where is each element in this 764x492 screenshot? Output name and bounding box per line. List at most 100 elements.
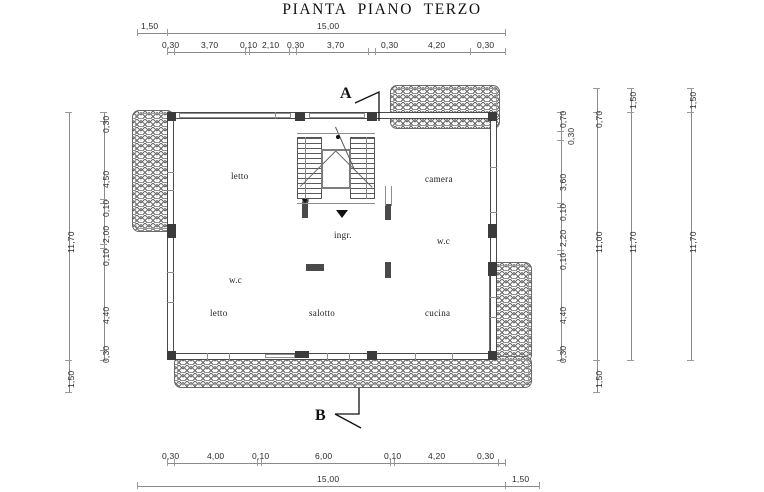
tick — [296, 48, 297, 55]
dim-left-seg-4: 0,10 — [101, 248, 111, 266]
dim-right-outer2-top-150: 1,50 — [688, 91, 698, 109]
dim-top-seg-2: 0,10 — [240, 40, 258, 50]
dim-right-outer1-top-150: 1,50 — [628, 91, 638, 109]
tick — [593, 88, 600, 89]
tick — [687, 88, 694, 89]
dim-left-seg-0: 0,30 — [101, 115, 111, 133]
pilaster-top-2 — [367, 112, 377, 121]
tick — [593, 392, 600, 393]
tick — [627, 112, 634, 113]
dim-bottom-seg-5: 4,20 — [428, 451, 446, 461]
dim-left-main-1170: 11,70 — [66, 231, 76, 253]
tick — [627, 88, 634, 89]
tick — [505, 459, 506, 466]
tick — [174, 459, 175, 466]
tick — [593, 112, 600, 113]
tick — [505, 29, 506, 36]
tick — [557, 360, 564, 361]
tick — [557, 350, 564, 351]
dim-bottom-seg-0: 0,30 — [162, 451, 180, 461]
tick — [627, 360, 634, 361]
stair-direction-dot — [336, 135, 340, 139]
dim-right-mid-main-1100: 11,00 — [594, 231, 604, 253]
tick — [593, 360, 600, 361]
tick — [65, 392, 72, 393]
dim-right-outer2-main-1170: 11,70 — [688, 231, 698, 253]
tick — [557, 131, 564, 132]
stair-handrail-left — [305, 137, 306, 199]
balcony-edge — [177, 359, 529, 385]
tick — [557, 254, 564, 255]
dim-left-seg-5: 4,40 — [101, 306, 111, 324]
tick — [390, 459, 391, 466]
pilaster-right-mid — [488, 224, 497, 238]
dim-top-seg-0: 0,30 — [162, 40, 180, 50]
tick — [470, 48, 471, 55]
dim-line-left-outer — [69, 112, 70, 360]
window-mullion — [490, 317, 497, 318]
tick — [100, 360, 107, 361]
jamb-line — [391, 186, 392, 206]
window-top-left — [179, 113, 291, 118]
jamb-line — [385, 186, 386, 206]
column-interior-4 — [385, 262, 391, 278]
elevator-shaft — [321, 149, 351, 189]
window-mullion — [167, 272, 174, 273]
dim-bottom-right-150: 1,50 — [512, 474, 530, 484]
window-mullion — [207, 353, 208, 360]
tick — [100, 244, 107, 245]
pilaster-tl — [167, 112, 176, 121]
room-label-wc-right: w.c — [437, 236, 451, 246]
dim-line-right-mid — [597, 88, 598, 360]
dim-bottom-seg-3: 6,00 — [315, 451, 333, 461]
dim-top-seg-1: 3,70 — [201, 40, 219, 50]
tick — [505, 482, 506, 489]
dim-top-left-150: 1,50 — [141, 21, 159, 31]
tick — [498, 459, 499, 466]
tick — [557, 203, 564, 204]
dim-line-bottom-inner — [167, 463, 505, 464]
section-a-leader — [354, 90, 380, 121]
tick — [289, 48, 290, 55]
tick — [100, 112, 107, 113]
tick — [65, 112, 72, 113]
tick — [375, 48, 376, 55]
dim-right-seg-7: 0,30 — [558, 345, 568, 363]
dim-right-outer1-main-1170: 11,70 — [628, 231, 638, 253]
dim-bottom-seg-6: 0,30 — [477, 451, 495, 461]
dim-line-right-inner — [561, 112, 562, 360]
tick — [174, 48, 175, 55]
pilaster-bl — [167, 351, 176, 360]
dim-line-left-inner — [104, 112, 105, 360]
room-label-letto-top: letto — [231, 171, 249, 181]
dim-bottom-seg-1: 4,00 — [207, 451, 225, 461]
dim-top-seg-8: 0,30 — [477, 40, 495, 50]
dim-right-seg-2: 3,60 — [558, 173, 568, 191]
window-mullion — [327, 353, 328, 360]
section-b-label: B — [315, 407, 326, 424]
room-label-wc-left: w.c — [229, 275, 243, 285]
room-label-cucina: cucina — [425, 308, 451, 318]
room-label-camera: camera — [425, 174, 453, 184]
tick — [245, 48, 246, 55]
pilaster-right-mid-2 — [488, 262, 497, 276]
dim-right-seg-0: 0,70 — [558, 110, 568, 128]
tick — [368, 48, 369, 55]
window-mullion — [167, 172, 174, 173]
window-mullion — [490, 167, 497, 168]
tick — [100, 121, 107, 122]
window-mullion — [349, 353, 350, 360]
dim-left-bottom-150: 1,50 — [66, 370, 76, 388]
tick — [100, 350, 107, 351]
pilaster-top-1 — [295, 112, 305, 121]
entrance-arrow-icon — [336, 210, 348, 218]
wall-bottom — [167, 353, 497, 360]
window-mullion — [275, 112, 276, 119]
dim-top-seg-6: 0,30 — [381, 40, 399, 50]
tick — [137, 482, 138, 489]
dim-right-seg-6: 4,40 — [558, 306, 568, 324]
tick — [261, 459, 262, 466]
staircase — [295, 119, 377, 209]
tick — [100, 248, 107, 249]
